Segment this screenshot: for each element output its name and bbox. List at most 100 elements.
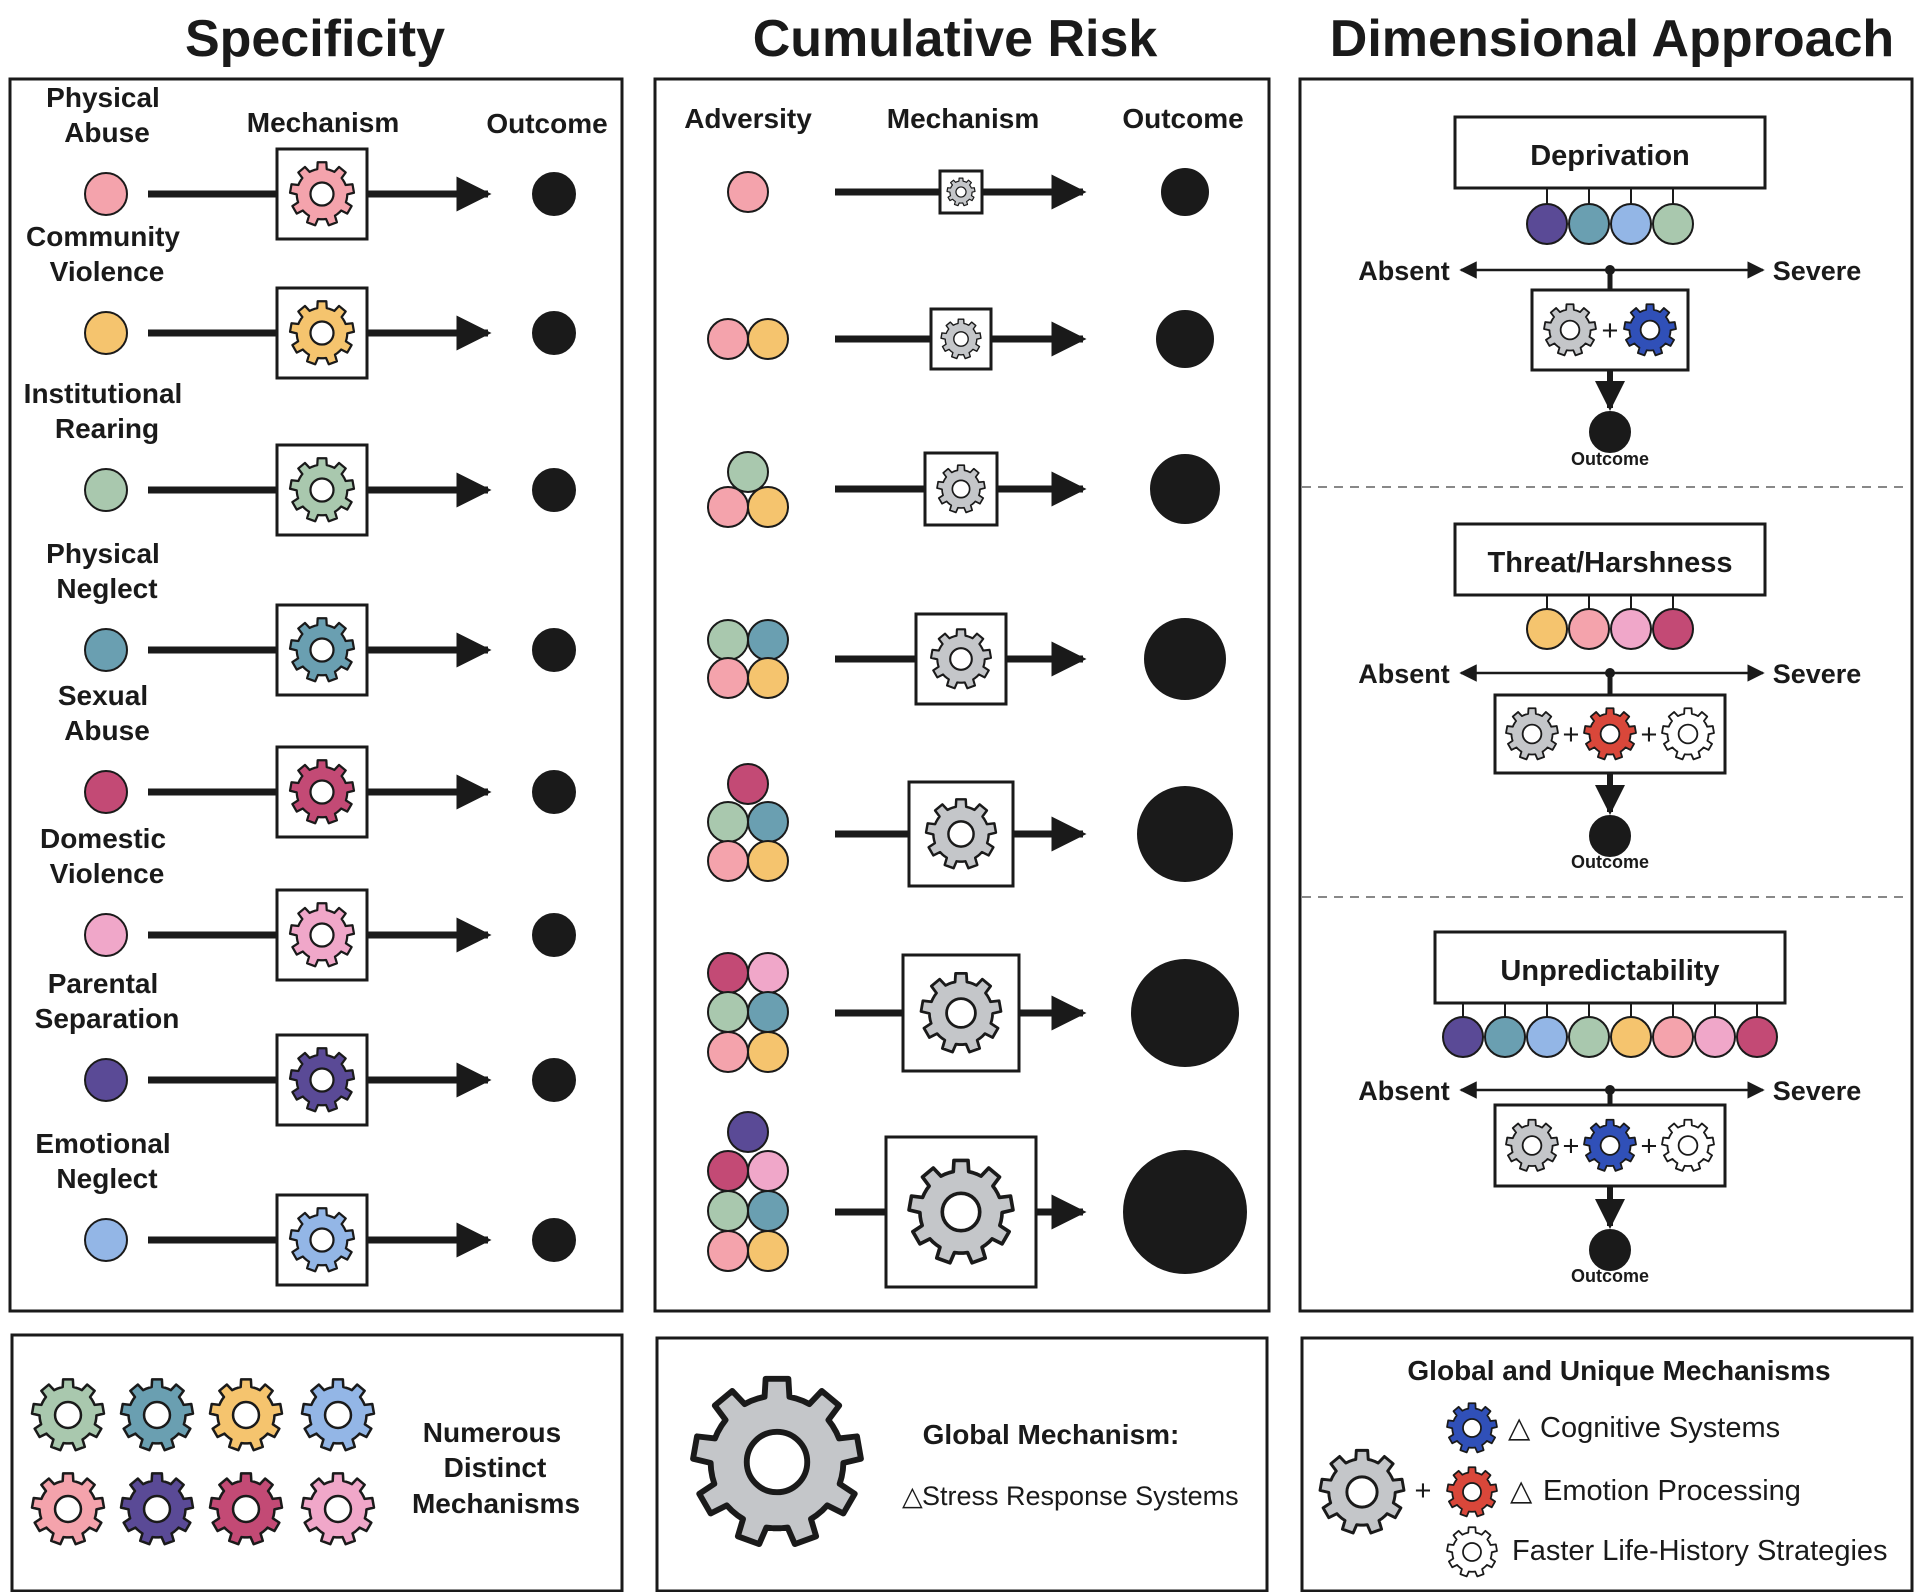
adversity-circle [747,801,789,843]
axis-severe-label: Severe [1773,1076,1862,1106]
gear-icon [288,457,356,523]
specificity-legend-panel [10,1333,624,1592]
gear-icon [1661,1118,1715,1172]
gear-icon [288,759,356,825]
adversity-circle [84,468,128,512]
adversity-label: Rearing [55,413,159,444]
adversity-circle [747,840,789,882]
outcome-circle [1156,310,1214,368]
gear-icon [1623,303,1677,357]
life-history-gear-icon [1446,1526,1498,1578]
axis-absent-label: Absent [1358,1076,1450,1106]
gear-hole [940,1191,982,1233]
adversity-circle [707,318,749,360]
gear-hole [1599,723,1621,745]
gear-hole [955,186,967,198]
adversity-circle [1526,608,1568,650]
adversity-label: Physical [46,82,160,113]
gear-hole [309,922,335,948]
gear-icon [30,1378,106,1452]
delta-symbol: △ [1510,1475,1533,1507]
adversity-label: Physical [46,538,160,569]
gear-icon [288,1207,356,1273]
gear-icon [288,617,356,683]
gear-icon [288,1047,356,1113]
adversity-circle [747,619,789,661]
plus-sign: + [1641,1131,1658,1163]
gear-icon [1661,707,1715,761]
gear-hole [53,1494,83,1524]
specificity-panel [8,77,624,1313]
dimension-name: Threat/Harshness [1488,547,1733,579]
adversity-circle [84,913,128,957]
gear-hole [951,479,971,499]
gear-hole [231,1494,261,1524]
gear-hole [231,1400,261,1430]
cumulative-rows [707,168,1247,1289]
adversity-label: Sexual [58,680,148,711]
cumulative-risk-title: Cumulative Risk [753,10,1158,68]
adversity-circle [1568,1016,1610,1058]
legend-mechanisms: Mechanisms [412,1488,580,1519]
adversity-circle [747,1190,789,1232]
spec-mechanism-header: Mechanism [247,107,400,138]
gear-icon [1505,1118,1559,1172]
gear-hole [947,820,975,848]
adversity-circle [707,1190,749,1232]
outcome-circle [532,770,576,814]
cum-outcome-header: Outcome [1122,103,1243,134]
adversity-label: Violence [50,256,165,287]
adversity-label: Community [26,221,180,252]
gear-hole [1677,723,1699,745]
gear-hole [743,1428,811,1496]
adversity-label: Parental [48,968,159,999]
adversity-circle [84,1058,128,1102]
adversity-circle [747,1230,789,1272]
gear-icon [907,1158,1015,1265]
gear-hole [309,1067,335,1093]
global-gear-icon [1318,1448,1406,1535]
gear-hole [142,1494,172,1524]
gear-icon [929,628,993,690]
gear-icon [1505,707,1559,761]
gear-icon [940,318,982,360]
dimension-name: Unpredictability [1500,955,1719,987]
gear-hole [53,1400,83,1430]
cognitive-systems-label: Cognitive Systems [1540,1412,1780,1444]
plus-sign: + [1563,719,1580,751]
spec-outcome-header: Outcome [486,108,607,139]
gear-icon [30,1472,106,1546]
adversity-circle [707,991,749,1033]
gear-icon [936,464,986,514]
adversity-circle [747,991,789,1033]
adversity-circle [727,171,769,213]
gear-icon [288,902,356,968]
specificity-title: Specificity [185,10,445,68]
gear-hole [309,779,335,805]
adversity-circle [1568,203,1610,245]
outcome-circle [532,311,576,355]
cum-adversity-header: Adversity [684,103,812,134]
gear-hole [309,320,335,346]
cumulative-legend-panel [655,1336,1269,1592]
gear-icon [946,177,976,207]
dimensional-legend: Global and Unique Mechanisms + △ Cogniti… [1318,1355,1888,1578]
cum-mechanism-header: Mechanism [887,103,1040,134]
adversity-circle [707,486,749,528]
adversity-label: Emotional [35,1128,170,1159]
cumulative-row [707,307,1214,371]
outcome-circle [532,172,576,216]
adversity-label: Neglect [56,1163,157,1194]
global-mechanism-gear-icon [690,1375,864,1548]
adversity-label: Separation [35,1003,180,1034]
gear-hole [949,647,973,671]
adversity-circle [727,763,769,805]
gear-icon [119,1472,195,1546]
